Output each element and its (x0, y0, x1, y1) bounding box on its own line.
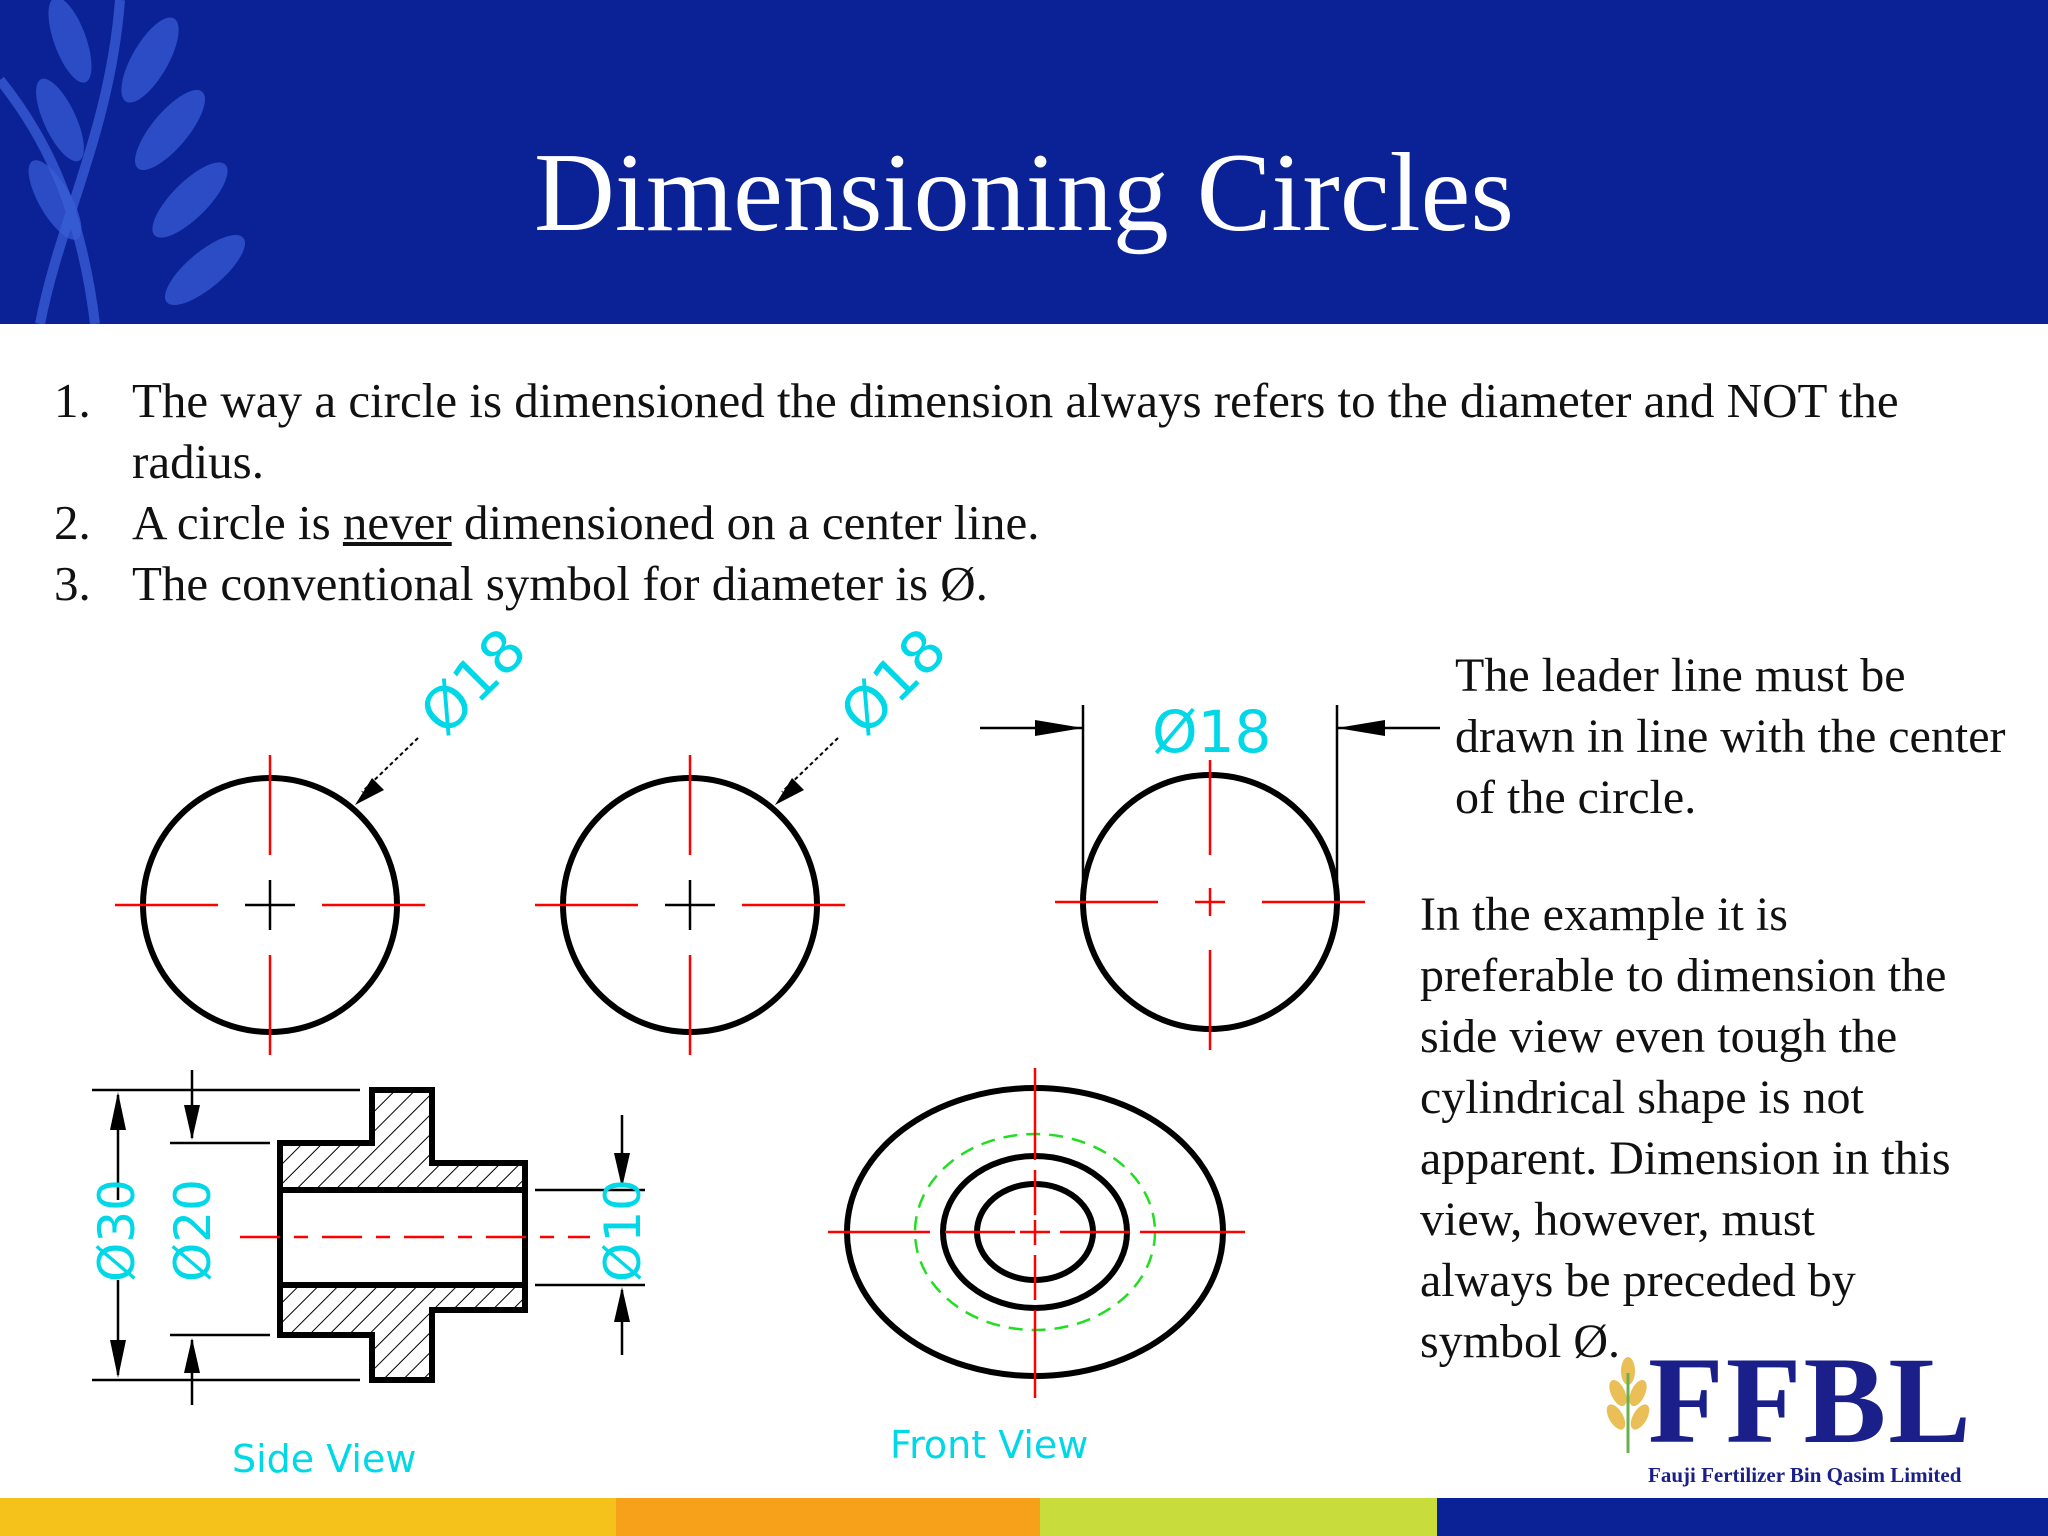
circle-example-3: Ø18 (980, 698, 1440, 1050)
dimensioning-drawings: Ø18 Ø18 (88, 615, 1440, 1481)
logo-subtitle: Fauji Fertilizer Bin Qasim Limited (1648, 1463, 1962, 1487)
bullet-item: 2. A circle is never dimensioned on a ce… (54, 492, 1954, 553)
bottom-bar-segment (0, 1498, 616, 1536)
bottom-bar-segment (616, 1498, 1040, 1536)
slide-title: Dimensioning Circles (534, 131, 1514, 255)
ffbl-logo: FFBL Fauji Fertilizer Bin Qasim Limited (1590, 1339, 2048, 1491)
circle2-dimension-label: Ø18 (827, 615, 960, 748)
emphasis-never: never (342, 495, 452, 550)
bottom-color-bar (0, 1498, 2048, 1536)
bullet-list: 1. The way a circle is dimensioned the d… (54, 370, 1954, 614)
side-dim-10-label: Ø10 (594, 1179, 652, 1282)
bullet-number: 1. (54, 373, 91, 428)
side-dim-20-label: Ø20 (164, 1179, 222, 1282)
side-dim-30-label: Ø30 (88, 1179, 146, 1282)
side-view-label: Side View (232, 1437, 416, 1481)
wheat-logo-icon (1606, 1357, 1650, 1453)
example-note-text: In the example it is preferable to dimen… (1420, 888, 1951, 1246)
bottom-bar-segment (1040, 1498, 1437, 1536)
example-note: In the example it is preferable to dimen… (1420, 884, 1980, 1372)
side-view-drawing: Ø30 Ø20 Ø10 Side View (88, 1070, 652, 1481)
bullet-text: The conventional symbol for diameter is … (132, 556, 988, 611)
leader-line-note: The leader line must be drawn in line wi… (1455, 649, 2006, 824)
logo-wordmark: FFBL (1648, 1332, 1973, 1469)
bullet-number: 2. (54, 495, 91, 550)
bullet-item: 3. The conventional symbol for diameter … (54, 553, 1954, 614)
front-view-label: Front View (890, 1423, 1088, 1467)
bullet-text: A circle is never dimensioned on a cente… (132, 492, 1040, 553)
bullet-number: 3. (54, 556, 91, 611)
title-banner: Dimensioning Circles (0, 0, 2048, 324)
example-note-continuation: always be preceded by symbol Ø. (1420, 1254, 1856, 1368)
circle-example-1: Ø18 (115, 615, 539, 1055)
bottom-bar-segment (1437, 1498, 2048, 1536)
bullet-text-end: dimensioned on a center line. (451, 495, 1040, 550)
bullet-text: The way a circle is dimensioned the dime… (132, 373, 1899, 489)
circle3-dimension-label: Ø18 (1152, 698, 1271, 766)
front-view-drawing: Front View (828, 1068, 1245, 1467)
bullet-item: 1. The way a circle is dimensioned the d… (54, 370, 1954, 492)
circle1-dimension-label: Ø18 (407, 615, 540, 748)
wheat-decoration-icon (0, 0, 246, 324)
bullet-text-start: A circle is (132, 495, 343, 550)
circle-example-2: Ø18 (535, 615, 959, 1055)
